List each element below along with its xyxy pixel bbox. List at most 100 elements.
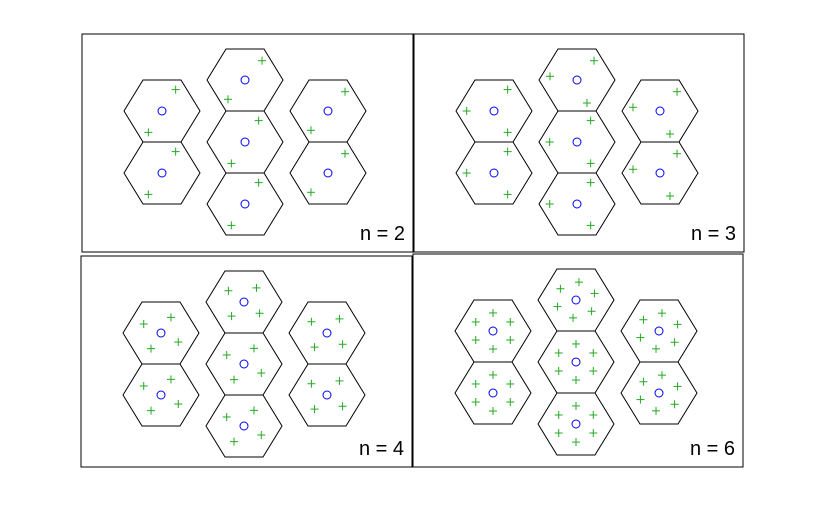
plus-marker (338, 402, 347, 411)
cell-center-marker (239, 297, 249, 307)
hex-cell (205, 270, 283, 334)
cell-center-marker (323, 106, 333, 116)
plus-marker (222, 412, 231, 421)
cell-center-marker (572, 137, 582, 147)
plus-marker (489, 370, 497, 379)
plus-marker (636, 333, 645, 342)
plus-marker (665, 191, 674, 200)
hex-cell (206, 172, 284, 236)
plus-marker (673, 87, 682, 96)
hex-cell (538, 172, 616, 236)
panel-2: n = 3 (413, 33, 745, 253)
hex-cell (206, 110, 284, 174)
cell-center-marker (489, 168, 499, 178)
plus-marker (652, 344, 661, 353)
cell-center-marker (572, 75, 582, 85)
hex-cell (620, 299, 698, 363)
plus-marker (222, 350, 231, 359)
plus-marker (258, 56, 267, 65)
plus-marker (171, 147, 180, 156)
cell-center-marker (488, 388, 498, 398)
plus-marker (589, 410, 598, 419)
plus-marker (252, 283, 261, 292)
plus-marker (307, 379, 316, 388)
cell-center-marker (156, 390, 166, 400)
plus-marker (489, 308, 497, 317)
panel-frame (80, 255, 413, 468)
plus-marker (670, 338, 679, 347)
cell-center-marker (323, 168, 333, 178)
cell-center-marker (157, 106, 167, 116)
plus-marker (471, 379, 480, 388)
plus-marker (249, 406, 258, 415)
plus-marker (554, 410, 563, 419)
plus-marker (572, 438, 580, 447)
plus-marker (590, 56, 599, 65)
hex-cell (123, 141, 201, 205)
cell-center-marker (571, 419, 581, 429)
plus-marker (503, 147, 512, 156)
plus-marker (306, 188, 315, 197)
plus-marker (254, 178, 263, 187)
hex-cell (206, 48, 284, 112)
plus-marker (147, 406, 156, 415)
plus-marker (589, 348, 598, 357)
plus-marker (553, 302, 562, 311)
plus-marker (306, 126, 315, 135)
plus-marker (546, 72, 555, 81)
cell-center-marker (240, 75, 250, 85)
plus-marker (227, 159, 236, 168)
plus-marker (586, 116, 595, 125)
plus-marker (462, 169, 471, 177)
cell-center-marker (239, 359, 249, 369)
plus-marker (338, 340, 347, 349)
panel-frame (81, 33, 414, 253)
plus-marker (572, 376, 580, 385)
hex-cell (123, 79, 201, 143)
plus-marker (503, 190, 512, 199)
plus-marker (589, 429, 598, 438)
plus-marker (489, 345, 497, 354)
plus-marker (554, 429, 563, 438)
plus-marker (166, 375, 175, 384)
plus-marker (310, 405, 319, 414)
cell-center-marker (488, 326, 498, 336)
plus-marker (307, 317, 316, 326)
plus-marker (144, 190, 153, 199)
hex-cell (289, 141, 367, 205)
plus-marker (586, 178, 595, 187)
plus-marker (639, 315, 648, 324)
plus-marker (227, 221, 236, 230)
plus-marker (506, 379, 515, 388)
plus-marker (556, 284, 565, 293)
panel-label: n = 6 (690, 438, 735, 460)
plus-marker (224, 286, 233, 295)
plus-marker (335, 314, 344, 323)
plus-marker (673, 149, 682, 158)
plus-marker (139, 319, 148, 328)
cell-center-marker (157, 168, 167, 178)
plus-marker (506, 398, 515, 407)
plus-marker (471, 317, 480, 326)
hex-cell (454, 361, 532, 425)
plus-marker (335, 376, 344, 385)
plus-marker (665, 129, 674, 138)
plus-marker (506, 317, 515, 326)
plus-marker (341, 149, 350, 158)
plus-marker (574, 278, 583, 287)
plus-marker (230, 437, 239, 446)
plus-marker (569, 313, 578, 322)
plus-marker (572, 401, 580, 410)
plus-marker (587, 307, 596, 316)
plus-marker (257, 369, 266, 378)
cell-center-marker (654, 326, 664, 336)
panel-4: n = 6 (412, 253, 744, 468)
panel-frame (412, 253, 744, 468)
cell-center-marker (240, 137, 250, 147)
plus-marker (554, 348, 563, 357)
plus-marker (629, 165, 638, 174)
hex-cell (620, 361, 698, 425)
plus-marker (545, 200, 554, 208)
cell-center-marker (655, 168, 665, 178)
